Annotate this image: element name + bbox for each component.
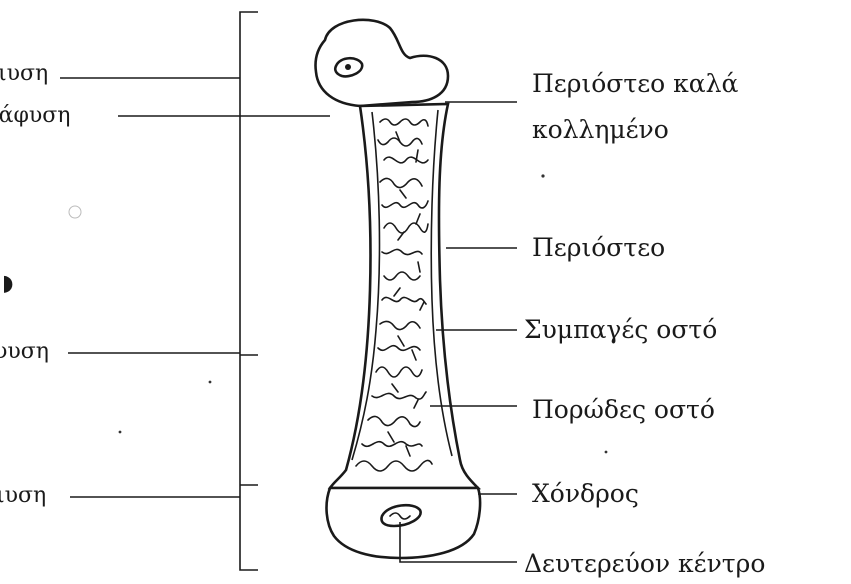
speck-marks [69, 174, 607, 453]
left-label-bottom: ιυση [0, 483, 46, 508]
left-label-middle: υυση [0, 339, 49, 364]
left-labels: ιυση ιάφυση ◗ υυση ιυση [0, 61, 330, 508]
left-mark: ◗ [2, 271, 14, 296]
left-label-top-2: ιάφυση [0, 103, 70, 128]
right-labels: Περιόστεο καλά κολλημένο Περιόστεο Συμπα… [524, 69, 765, 578]
label-cartilage: Χόνδρος [532, 479, 639, 508]
label-periosteum-attached-2: κολλημένο [532, 115, 669, 144]
label-spongy-bone: Πορώδες οστό [532, 395, 715, 424]
left-label-top-1: ιυση [0, 61, 48, 86]
label-compact-bone: Συμπαγές οστό [524, 315, 717, 344]
label-secondary-center: Δευτερεύον κέντρο [524, 549, 765, 578]
left-bracket [240, 12, 258, 570]
bone-illustration [315, 20, 480, 558]
label-periosteum-attached-1: Περιόστεο καλά [532, 69, 739, 98]
label-periosteum: Περιόστεο [532, 233, 665, 262]
